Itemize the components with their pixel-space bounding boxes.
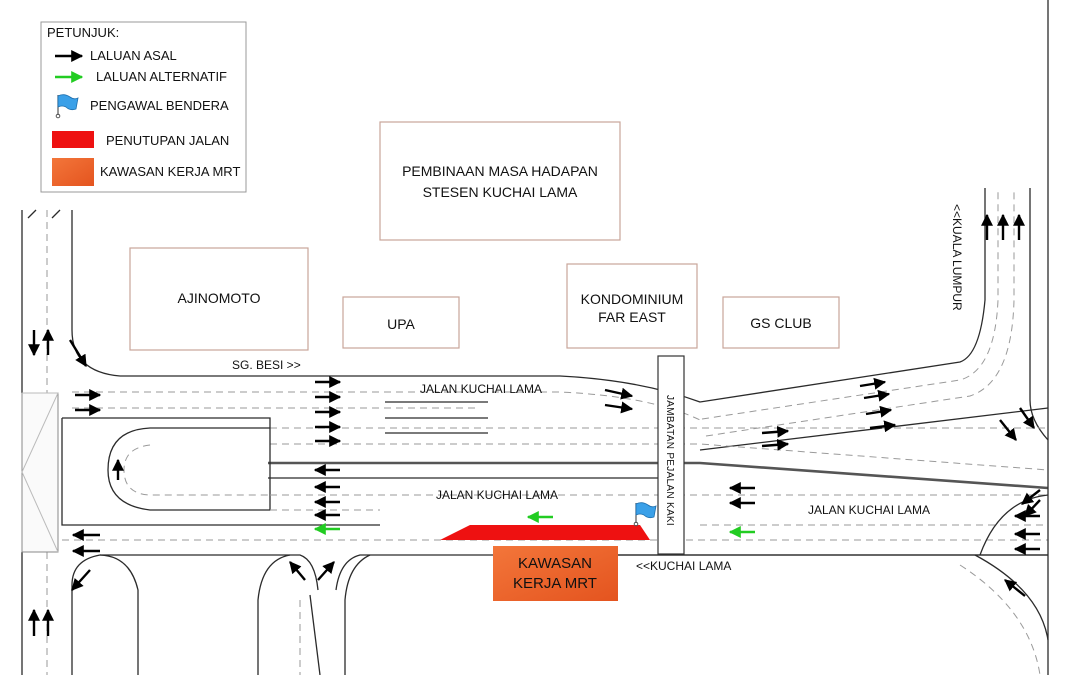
original-route-arrow-icon <box>859 377 887 390</box>
ajinomoto-label: AJINOMOTO <box>178 290 261 306</box>
road-closure <box>440 525 650 540</box>
legend-item-laluan-alternatif: LALUAN ALTERNATIF <box>96 69 227 84</box>
building-gs-club: GS CLUB <box>722 296 840 349</box>
traffic-arrows <box>28 213 1041 636</box>
original-route-arrow-icon <box>604 387 634 400</box>
legend-item-kawasan-kerja-mrt: KAWASAN KERJA MRT <box>100 164 240 179</box>
building-upa: UPA <box>342 296 460 349</box>
original-route-arrow-icon <box>869 420 897 433</box>
kuala-lumpur-direction-label: <<KUALA LUMPUR <box>950 204 964 311</box>
original-route-arrow-icon <box>289 561 306 581</box>
original-route-arrow-icon <box>1004 579 1026 597</box>
original-route-arrow-icon <box>761 438 790 451</box>
pedestrian-bridge: JAMBATAN PEJALAN KAKI <box>657 355 685 555</box>
building-future-station: PEMBINAAN MASA HADAPAN STESEN KUCHAI LAM… <box>379 121 621 241</box>
bridge-label: JAMBATAN PEJALAN KAKI <box>664 395 675 526</box>
building-kondominium: KONDOMINIUM FAR EAST <box>566 263 698 349</box>
original-route-arrow-icon <box>317 561 335 581</box>
original-route-arrow-icon <box>68 339 88 368</box>
original-route-arrow-icon <box>604 401 634 414</box>
original-route-arrow-icon <box>761 425 790 438</box>
future-station-label-2: STESEN KUCHAI LAMA <box>423 184 578 200</box>
original-route-arrow-icon <box>1019 407 1035 429</box>
original-route-arrow-icon <box>1024 499 1041 517</box>
original-route-arrow-icon <box>999 419 1017 441</box>
legend-item-laluan-asal: LALUAN ASAL <box>90 48 177 63</box>
jalan-kuchai-lama-top-label: JALAN KUCHAI LAMA <box>420 382 542 396</box>
jalan-kuchai-lama-mid-label: JALAN KUCHAI LAMA <box>436 488 558 502</box>
building-ajinomoto: AJINOMOTO <box>129 247 309 351</box>
mrt-work-zone: KAWASAN KERJA MRT <box>493 546 618 601</box>
upa-label: UPA <box>387 316 415 332</box>
orange-gradient-block-icon <box>52 158 94 186</box>
original-route-arrow-icon <box>71 569 91 591</box>
kondominium-label-2: FAR EAST <box>598 309 666 325</box>
blue-flag-icon <box>55 94 79 119</box>
legend-item-penutupan-jalan: PENUTUPAN JALAN <box>106 133 229 148</box>
legend-item-pengawal-bendera: PENGAWAL BENDERA <box>90 98 229 113</box>
mrt-work-zone-label-2: KERJA MRT <box>513 575 597 592</box>
original-route-arrow-icon <box>1021 489 1041 505</box>
kuchai-lama-direction-label: <<KUCHAI LAMA <box>636 559 731 573</box>
kondominium-label-1: KONDOMINIUM <box>581 291 684 307</box>
jalan-kuchai-lama-right-label: JALAN KUCHAI LAMA <box>808 503 930 517</box>
legend: PETUNJUK: LALUAN ASAL LALUAN ALTERNATIF … <box>40 21 247 193</box>
future-station-label-1: PEMBINAAN MASA HADAPAN <box>402 163 598 179</box>
red-block-icon <box>52 131 94 148</box>
flag-marshal-icon <box>633 502 657 527</box>
gs-club-label: GS CLUB <box>750 315 811 331</box>
legend-title: PETUNJUK: <box>47 25 119 40</box>
mrt-work-zone-label-1: KAWASAN <box>518 555 592 572</box>
original-route-arrow-icon <box>865 405 893 418</box>
original-route-arrow-icon <box>863 389 891 402</box>
sg-besi-label: SG. BESI >> <box>232 358 301 372</box>
